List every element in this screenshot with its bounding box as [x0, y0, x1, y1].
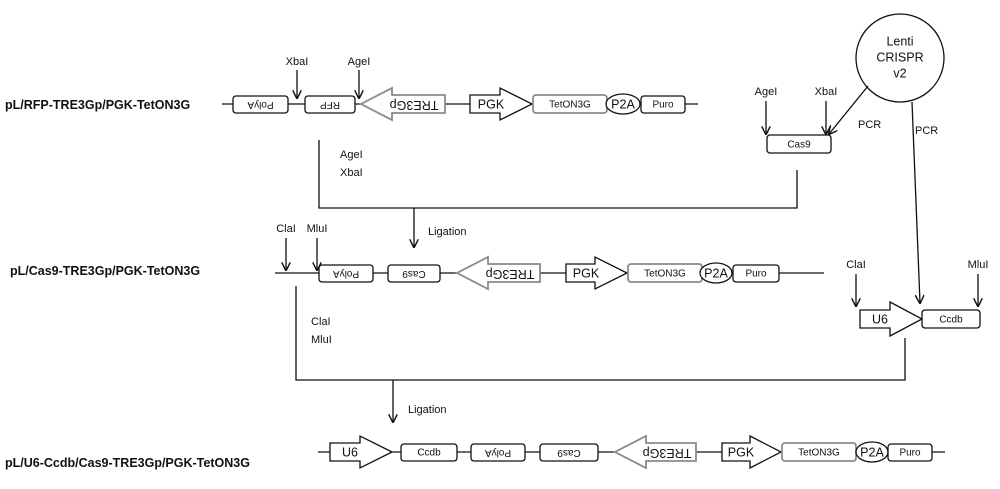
pcr-label-2: PCR [915, 125, 938, 137]
teton3g-element: TetON3G [627, 263, 703, 283]
u6-mlui-label: MluI [968, 259, 989, 271]
pgk-arrow: PGK [565, 255, 629, 291]
svg-text:TetON3G: TetON3G [798, 448, 840, 459]
construct-3-label: pL/U6-Ccdb/Cas9-TRE3Gp/PGK-TetON3G [5, 456, 250, 470]
ligation-1-label: Ligation [428, 226, 467, 238]
svg-text:U6: U6 [342, 445, 358, 459]
svg-text:PolyA: PolyA [247, 99, 273, 110]
u6-clai-label: ClaI [846, 259, 866, 271]
p2a-element: P2A [855, 441, 889, 463]
ligation-2-connector [295, 286, 906, 381]
svg-text:TetON3G: TetON3G [644, 269, 686, 280]
puro-element: Puro [640, 95, 686, 114]
construct-1-label: pL/RFP-TRE3Gp/PGK-TetON3G [5, 98, 190, 112]
puro-element: Puro [887, 443, 933, 462]
svg-text:U6: U6 [872, 312, 888, 326]
svg-text:PolyA: PolyA [333, 268, 359, 279]
tre3gp-arrow: TRE3Gp [455, 255, 541, 291]
svg-text:v2: v2 [893, 66, 906, 80]
digest-1-enzyme-a: AgeI [340, 149, 363, 161]
svg-text:PGK: PGK [573, 266, 600, 280]
svg-text:Puro: Puro [745, 269, 767, 280]
mlui-site-label: MluI [307, 223, 328, 235]
xbai-site-label: XbaI [286, 56, 309, 68]
pcr-arrow-cas9 [829, 85, 869, 134]
p2a-element: P2A [699, 262, 733, 284]
svg-text:TRE3Gp: TRE3Gp [390, 98, 439, 112]
u6-arrow: U6 [859, 300, 924, 338]
pcr-arrow-u6 [911, 101, 920, 303]
lenti-crispr-v2-plasmid: Lenti CRISPR v2 [855, 13, 945, 103]
svg-text:P2A: P2A [704, 266, 728, 280]
tre3gp-arrow: TRE3Gp [359, 86, 446, 122]
teton3g-element: TetON3G [532, 94, 608, 114]
ccdb-element: Ccdb [400, 443, 458, 462]
polya-element: PolyA [470, 443, 526, 462]
svg-text:CRISPR: CRISPR [876, 50, 923, 64]
svg-text:Puro: Puro [652, 100, 674, 111]
svg-text:PolyA: PolyA [485, 447, 511, 458]
svg-text:Lenti: Lenti [886, 34, 913, 48]
clai-site-label: ClaI [276, 223, 296, 235]
cas9-fragment: Cas9 [766, 134, 832, 154]
cas9-element: Cas9 [539, 443, 599, 462]
u6-arrow: U6 [329, 434, 394, 470]
cas9-agei-label: AgeI [755, 86, 778, 98]
svg-text:PGK: PGK [478, 97, 505, 111]
pgk-arrow: PGK [469, 86, 534, 122]
svg-text:Ccdb: Ccdb [417, 448, 441, 459]
pgk-arrow: PGK [721, 434, 783, 470]
svg-text:RFP: RFP [320, 99, 340, 110]
svg-text:Cas9: Cas9 [787, 140, 811, 151]
digest-2-enzyme-b: MluI [311, 334, 332, 346]
svg-text:TetON3G: TetON3G [549, 100, 591, 111]
polya-element: PolyA [232, 95, 289, 114]
svg-text:P2A: P2A [611, 97, 635, 111]
ligation-1-connector [318, 140, 798, 209]
agei-site-label: AgeI [348, 56, 371, 68]
digest-1-enzyme-b: XbaI [340, 167, 363, 179]
svg-text:PGK: PGK [728, 445, 755, 459]
tre3gp-arrow: TRE3Gp [613, 434, 697, 470]
p2a-element: P2A [605, 93, 641, 115]
svg-text:Ccdb: Ccdb [939, 315, 963, 326]
rfp-element: RFP [304, 95, 356, 114]
pcr-label-1: PCR [858, 119, 881, 131]
svg-text:Cas9: Cas9 [557, 447, 581, 458]
svg-text:P2A: P2A [860, 445, 884, 459]
puro-element: Puro [732, 264, 780, 283]
digest-2-enzyme-a: ClaI [311, 316, 331, 328]
polya-element: PolyA [318, 264, 374, 283]
svg-text:TRE3Gp: TRE3Gp [486, 267, 535, 281]
cas9-xbai-label: XbaI [815, 86, 838, 98]
construct-2-label: pL/Cas9-TRE3Gp/PGK-TetON3G [10, 264, 200, 278]
ccdb-element: Ccdb [921, 309, 981, 329]
svg-text:Cas9: Cas9 [402, 268, 426, 279]
svg-text:Puro: Puro [899, 448, 921, 459]
cas9-element: Cas9 [387, 264, 441, 283]
ligation-2-label: Ligation [408, 404, 447, 416]
svg-text:TRE3Gp: TRE3Gp [643, 446, 692, 460]
teton3g-element: TetON3G [781, 442, 857, 462]
